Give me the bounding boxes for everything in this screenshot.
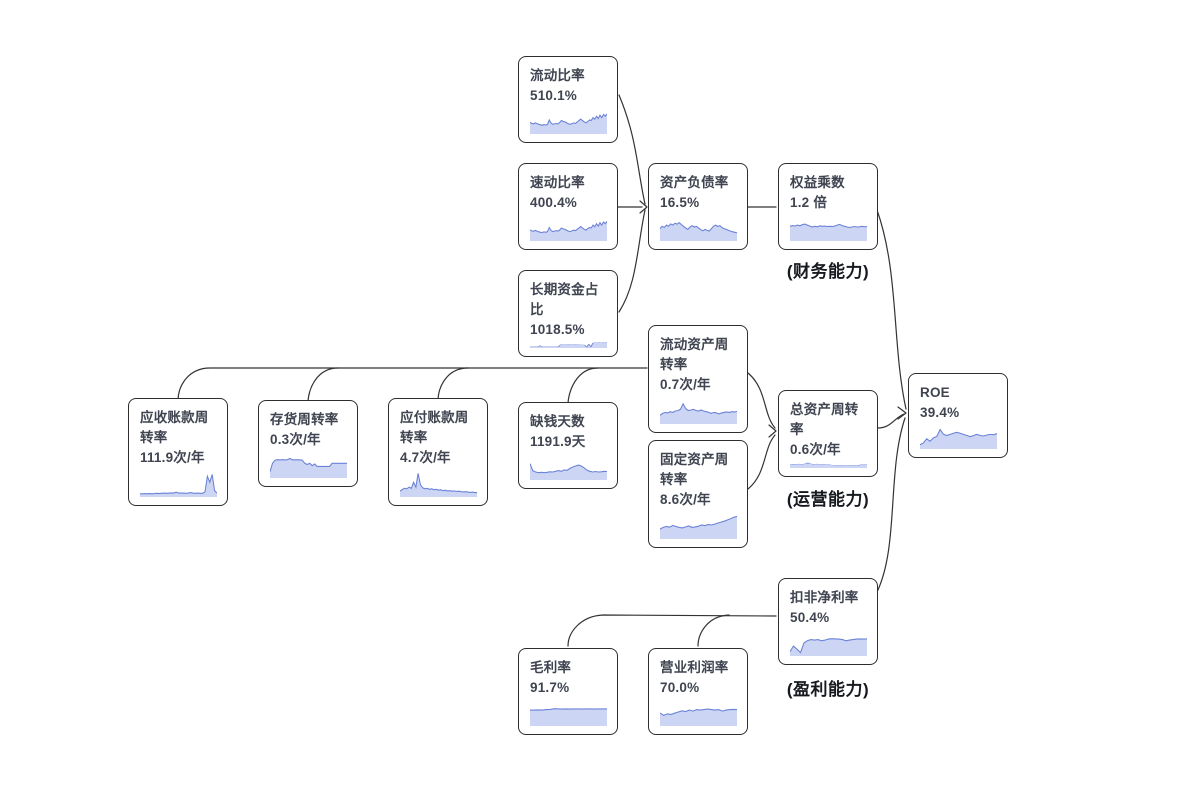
sparkline-chart <box>660 515 737 539</box>
arrowhead-total-asset-turnover <box>768 424 777 438</box>
metric-title: 流动资产周转率 <box>660 337 729 372</box>
sparkline-chart <box>530 708 607 726</box>
metric-value: 50.4% <box>790 610 830 625</box>
metric-value: 91.7% <box>530 680 570 695</box>
metric-card-operating-margin[interactable]: 营业利润率 70.0% <box>648 648 748 735</box>
metric-title: 总资产周转率 <box>790 402 859 437</box>
metric-title: 毛利率 <box>530 660 572 675</box>
sparkline-chart <box>790 462 867 468</box>
sparkline-chart <box>790 223 867 241</box>
metric-card-current-ratio[interactable]: 流动比率 510.1% <box>518 56 618 143</box>
metric-title: 应收账款周转率 <box>140 410 209 445</box>
metric-title: 固定资产周转率 <box>660 452 729 487</box>
group-label-financial-capability: (财务能力) <box>786 262 870 281</box>
sparkline-chart <box>530 220 607 241</box>
group-label-operational-capability: (运营能力) <box>786 490 870 509</box>
edge-longterm-capital-to-debt-ratio <box>618 209 646 313</box>
metric-value: 0.3次/年 <box>270 432 321 447</box>
sparkline-chart <box>660 222 737 241</box>
metric-value: 8.6次/年 <box>660 492 711 507</box>
metric-card-inventory-turnover[interactable]: 存货周转率 0.3次/年 <box>258 400 358 487</box>
metric-value: 39.4% <box>920 405 960 420</box>
metric-value: 70.0% <box>660 680 700 695</box>
edge-current-asset-turnover-to-total <box>747 372 776 429</box>
sparkline-chart <box>140 474 217 497</box>
metric-value: 400.4% <box>530 195 577 210</box>
edge-equity-multiplier-to-roe <box>876 209 907 410</box>
edge-cash-gap-to-current-asset-turnover <box>567 367 599 406</box>
metric-card-equity-multiplier[interactable]: 权益乘数 1.2 倍 <box>778 163 878 250</box>
edge-current-ratio-to-debt-ratio <box>618 94 646 205</box>
metric-title: 流动比率 <box>530 68 585 83</box>
metric-title: 应付账款周转率 <box>400 410 469 445</box>
metric-value: 4.7次/年 <box>400 450 451 465</box>
edge-payables-to-current-asset-turnover <box>437 367 469 402</box>
arrowhead-roe <box>897 406 907 420</box>
arrowhead-debt-ratio <box>639 200 648 214</box>
group-label-profitability: (盈利能力) <box>786 680 870 699</box>
metric-title: 营业利润率 <box>660 660 729 675</box>
metric-title: 资产负债率 <box>660 175 729 190</box>
sparkline-chart <box>530 342 607 348</box>
metric-value: 0.6次/年 <box>790 442 841 457</box>
edge-gross-margin-to-net-margin <box>567 614 777 647</box>
sparkline-chart <box>920 428 997 449</box>
metric-value: 1018.5% <box>530 322 585 337</box>
metric-value: 1.2 倍 <box>790 195 828 210</box>
metric-card-long-term-capital-ratio[interactable]: 长期资金占比 1018.5% <box>518 270 618 357</box>
metric-value: 0.7次/年 <box>660 377 711 392</box>
sparkline-chart <box>530 113 607 134</box>
metric-title: 缺钱天数 <box>530 414 585 429</box>
metric-title: ROE <box>920 385 950 400</box>
edge-net-margin-to-roe <box>876 417 906 593</box>
metric-title: 长期资金占比 <box>530 282 599 317</box>
metric-value: 510.1% <box>530 88 577 103</box>
metric-title: 权益乘数 <box>790 175 845 190</box>
sparkline-chart <box>790 638 867 656</box>
metric-card-receivables-turnover[interactable]: 应收账款周转率 111.9次/年 <box>128 398 228 506</box>
metric-value: 16.5% <box>660 195 700 210</box>
metric-card-current-asset-turnover[interactable]: 流动资产周转率 0.7次/年 <box>648 325 748 433</box>
metric-card-total-asset-turnover[interactable]: 总资产周转率 0.6次/年 <box>778 390 878 477</box>
edge-operating-margin-to-net-margin <box>697 614 730 647</box>
metric-title: 速动比率 <box>530 175 585 190</box>
sparkline-chart <box>400 473 477 497</box>
sparkline-chart <box>530 463 607 480</box>
metric-value: 111.9次/年 <box>140 450 205 465</box>
metric-card-payables-turnover[interactable]: 应付账款周转率 4.7次/年 <box>388 398 488 506</box>
metric-card-gross-margin[interactable]: 毛利率 91.7% <box>518 648 618 735</box>
edge-receivables-to-current-asset-turnover <box>177 367 648 402</box>
metric-card-roe[interactable]: ROE 39.4% <box>908 373 1008 458</box>
sparkline-chart <box>660 402 737 424</box>
edge-fixed-asset-turnover-to-total <box>747 434 776 490</box>
metric-title: 存货周转率 <box>270 412 339 427</box>
metric-card-cash-gap-days[interactable]: 缺钱天数 1191.9天 <box>518 402 618 489</box>
edge-total-asset-turnover-to-roe <box>877 413 905 429</box>
metric-title: 扣非净利率 <box>790 590 859 605</box>
metric-value: 1191.9天 <box>530 434 586 449</box>
metric-card-fixed-asset-turnover[interactable]: 固定资产周转率 8.6次/年 <box>648 440 748 548</box>
edge-inventory-to-current-asset-turnover <box>307 367 339 404</box>
metric-card-quick-ratio[interactable]: 速动比率 400.4% <box>518 163 618 250</box>
metric-card-debt-to-asset-ratio[interactable]: 资产负债率 16.5% <box>648 163 748 250</box>
sparkline-chart <box>660 708 737 726</box>
sparkline-chart <box>270 457 347 478</box>
metric-card-net-margin-excl-nonrecurring[interactable]: 扣非净利率 50.4% <box>778 578 878 665</box>
